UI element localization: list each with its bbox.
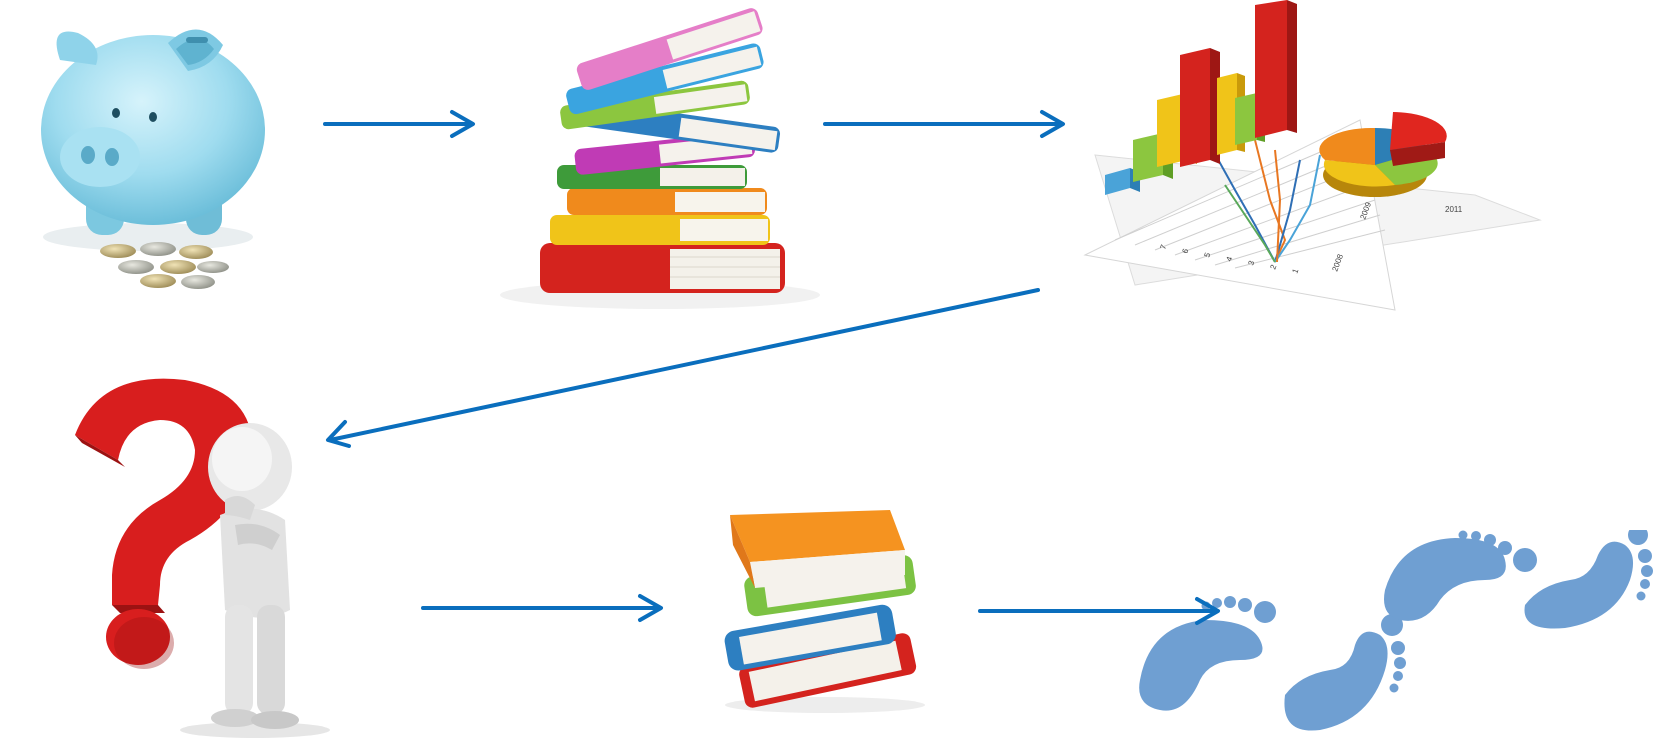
person-with-question-mark-icon [75, 378, 330, 738]
tick-label: 7 [1158, 243, 1168, 251]
question-person-node [10, 375, 370, 740]
piggy-bank-node [8, 5, 298, 305]
book-stack-small-node [705, 510, 945, 715]
bar-line-pie-charts-icon: 7 6 5 4 3 2 1 2008 2009 2011 [1083, 0, 1542, 311]
book-stack-tall-node [475, 5, 845, 315]
tick-label: 3 [1246, 259, 1256, 267]
tick-label: 6 [1180, 247, 1190, 255]
footprints-node [1130, 530, 1660, 744]
tick-label: 2 [1268, 263, 1278, 271]
piggy-bank-with-coins-icon [41, 29, 265, 289]
tick-label: 1 [1290, 267, 1300, 275]
footprints-icon [1139, 530, 1653, 731]
tick-label: 5 [1202, 251, 1212, 259]
arrow-question-to-books [421, 594, 663, 622]
year-label: 2011 [1445, 205, 1463, 214]
colorful-book-stack-icon [500, 8, 820, 309]
tick-label: 4 [1224, 255, 1234, 263]
pie-chart-illustration [1319, 112, 1447, 197]
charts-node: 7 6 5 4 3 2 1 2008 2009 2011 [1075, 0, 1555, 330]
small-book-stack-icon [724, 510, 925, 713]
bar-chart-illustration [1105, 0, 1297, 195]
arrow-books-to-charts [823, 110, 1065, 138]
arrow-piggy-to-books [323, 110, 475, 138]
